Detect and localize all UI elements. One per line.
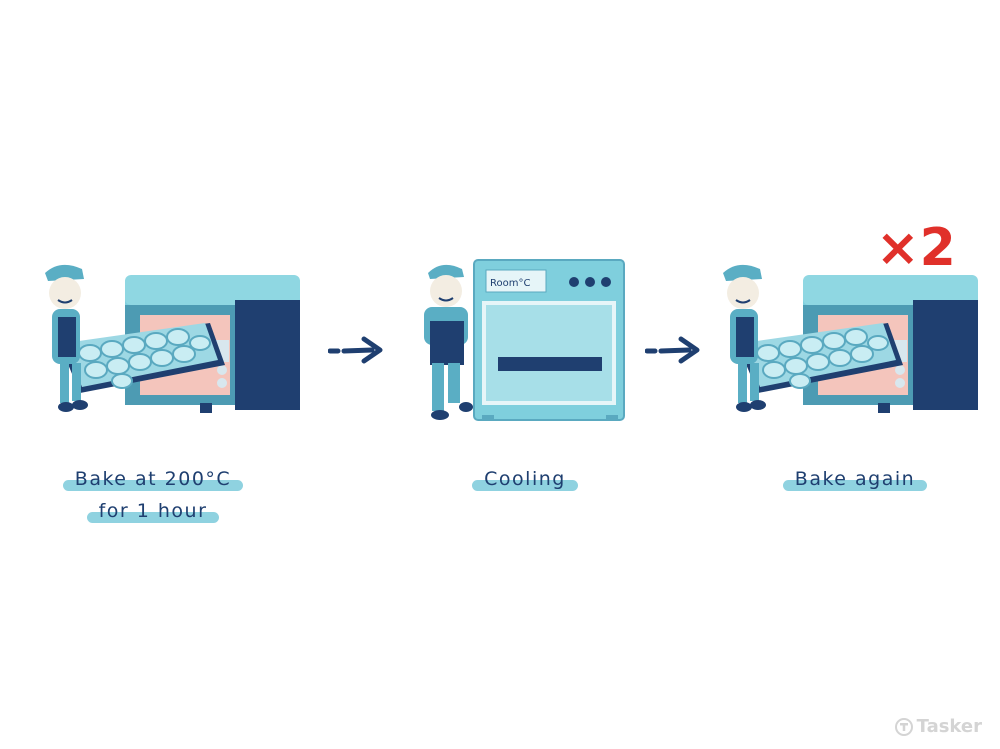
- step-1-illustration: [45, 264, 300, 413]
- step-3-illustration: [723, 264, 978, 413]
- baker-icon: [424, 264, 473, 420]
- tasker-logo-icon: [894, 717, 913, 736]
- step-2-illustration: Room°C: [424, 259, 625, 421]
- oven-display-text: Room°C: [490, 278, 530, 289]
- step-3-label-line-1: Bake again: [782, 466, 928, 492]
- step-2-label: Cooling: [430, 466, 620, 498]
- step-1-label-line-1: Bake at 200°C: [62, 466, 244, 492]
- arrow-right-icon: [645, 336, 700, 364]
- baker-icon: [723, 264, 766, 412]
- baker-icon: [45, 264, 88, 412]
- tray-icon: [738, 323, 903, 393]
- step-2-label-line-1: Cooling: [472, 466, 578, 492]
- step-3-label: Bake again: [760, 466, 950, 498]
- oven-icon: [473, 259, 625, 421]
- tray-icon: [60, 323, 225, 393]
- tasker-watermark: Tasker: [894, 716, 982, 737]
- arrow-right-icon: [328, 336, 383, 364]
- watermark-text: Tasker: [916, 716, 982, 737]
- repeat-badge: ×2: [876, 218, 956, 278]
- step-1-label: Bake at 200°C for 1 hour: [58, 466, 248, 530]
- step-1-label-line-2: for 1 hour: [86, 498, 220, 524]
